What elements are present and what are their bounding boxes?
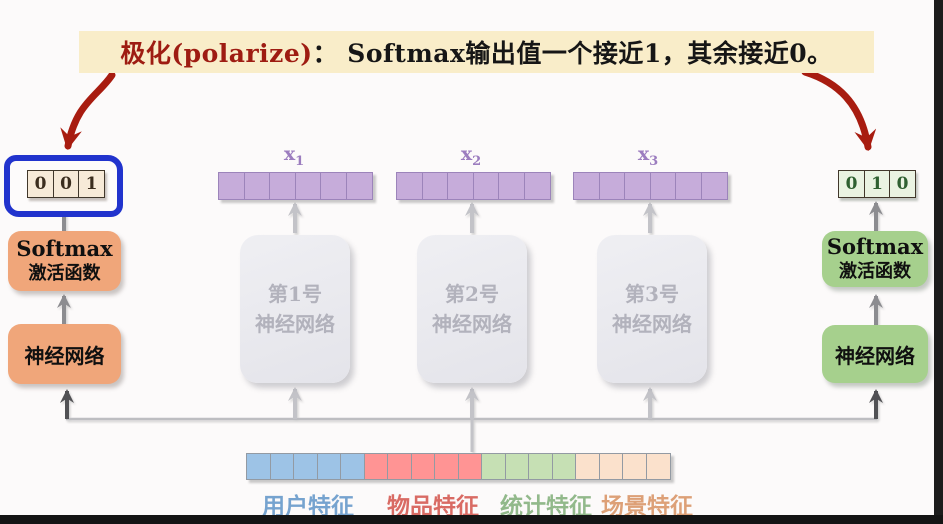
- vector-cell: [218, 172, 245, 200]
- output-cell: 0: [27, 170, 54, 198]
- vector-label-x2: x2: [460, 143, 482, 169]
- network-number: 第2号: [445, 282, 499, 306]
- feature-labels: 用户特征 物品特征 统计特征 场景特征: [0, 487, 943, 520]
- vector-cell: [622, 453, 647, 480]
- vector-cell: [293, 453, 318, 480]
- vector-cell: [575, 453, 600, 480]
- polarize-arrow-right-icon: [801, 68, 877, 151]
- vector-cell: [624, 172, 651, 200]
- network-label: 神经网络: [835, 343, 915, 368]
- vector-cell: [645, 453, 671, 480]
- feature-group-item: [363, 453, 483, 480]
- softmax-sublabel: 激活函数: [839, 261, 911, 282]
- vector-cell: [528, 453, 553, 480]
- network-number: 第3号: [625, 282, 679, 306]
- vector-cell: [649, 172, 677, 200]
- vector-cell: [345, 172, 373, 200]
- vector-cell: [498, 172, 525, 200]
- network-name: 神经网络: [612, 312, 692, 336]
- feature-group-stat: [481, 453, 577, 480]
- feature-vector: [246, 453, 671, 480]
- left-network-box: 神经网络: [8, 324, 121, 384]
- vector-cell: [363, 453, 389, 480]
- vector-label-x1: x1: [283, 143, 305, 169]
- softmax-label: Softmax: [826, 234, 924, 259]
- feature-group-scene: [575, 453, 671, 480]
- vector-cell: [504, 453, 530, 480]
- vector-cell: [675, 172, 702, 200]
- vector-cell: [573, 172, 600, 200]
- vector-cell: [472, 172, 500, 200]
- vector-label-x3: x3: [637, 143, 659, 169]
- network-name: 神经网络: [432, 312, 512, 336]
- embedding-vector-1: [218, 172, 373, 200]
- output-cell: 1: [78, 170, 105, 198]
- vector-cell: [320, 172, 347, 200]
- vector-cell: [598, 172, 626, 200]
- vector-cell: [294, 172, 322, 200]
- vector-cell: [269, 453, 295, 480]
- vector-cell: [434, 453, 459, 480]
- banner-highlight-text: 极化(polarize): [120, 39, 313, 68]
- embedding-vector-3: [573, 172, 728, 200]
- vector-cell: [410, 453, 436, 480]
- polarize-arrow-left-icon: [60, 71, 116, 150]
- right-softmax-box: Softmax 激活函数: [822, 231, 928, 287]
- vector-cell: [396, 172, 423, 200]
- vector-cell: [523, 172, 551, 200]
- vector-cell: [598, 453, 624, 480]
- vector-cell: [551, 453, 577, 480]
- output-cell: 0: [838, 170, 865, 198]
- right-network-box: 神经网络: [822, 325, 928, 383]
- network-name: 神经网络: [255, 312, 335, 336]
- feature-group-user: [246, 453, 365, 480]
- vector-cell: [421, 172, 449, 200]
- vector-cell: [700, 172, 728, 200]
- vector-cell: [269, 172, 296, 200]
- vector-cell: [457, 453, 483, 480]
- frame-edge-bottom: [0, 515, 943, 524]
- left-softmax-box: Softmax 激活函数: [8, 231, 121, 291]
- vector-cell: [243, 172, 271, 200]
- softmax-label: Softmax: [16, 236, 113, 261]
- output-cell: 0: [889, 170, 916, 198]
- output-cell: 1: [863, 170, 891, 198]
- vector-cell: [316, 453, 342, 480]
- left-output-vector: 0 0 1: [27, 170, 105, 198]
- vector-cell: [387, 453, 412, 480]
- frame-edge-right: [934, 0, 943, 524]
- network-box-2: 第2号 神经网络: [417, 235, 527, 383]
- embedding-vector-2: [396, 172, 551, 200]
- network-number: 第1号: [268, 282, 322, 306]
- vector-cell: [447, 172, 474, 200]
- banner-text: ： Softmax输出值一个接近1，其余接近0。: [312, 39, 833, 68]
- network-box-1: 第1号 神经网络: [240, 235, 350, 383]
- network-label: 神经网络: [24, 343, 105, 368]
- network-box-3: 第3号 神经网络: [597, 235, 707, 383]
- softmax-sublabel: 激活函数: [28, 263, 101, 284]
- right-output-vector: 0 1 0: [838, 170, 916, 198]
- output-cell: 0: [52, 170, 80, 198]
- vector-cell: [340, 453, 365, 480]
- polarize-banner: 极化(polarize)： Softmax输出值一个接近1，其余接近0。: [79, 31, 874, 73]
- vector-cell: [481, 453, 506, 480]
- vector-cell: [246, 453, 271, 480]
